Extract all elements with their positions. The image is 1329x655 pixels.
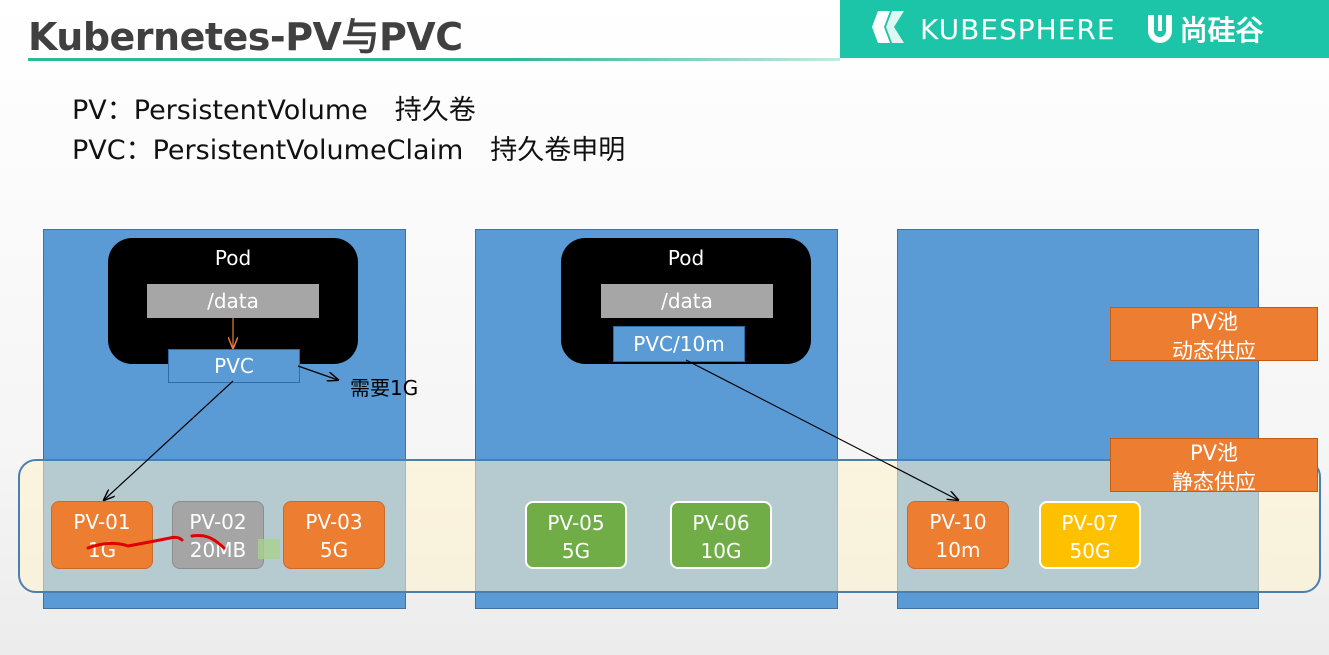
dynamic-pv-pool: PV池 动态供应 <box>1110 307 1318 363</box>
pv-box: PV-01 1G <box>51 501 153 569</box>
pv-name: PV-10 <box>929 510 987 534</box>
pv-name: PV-07 <box>1061 511 1119 535</box>
pvc-definition: PVC：PersistentVolumeClaim 持久卷申明 <box>72 135 626 166</box>
pvc-1: PVC <box>168 349 300 383</box>
pod-1-label: Pod <box>214 246 252 270</box>
pv-name: PV-01 <box>73 510 131 534</box>
pv-name: PV-03 <box>305 510 363 534</box>
sgg-brand-text: 尚硅谷 <box>1179 14 1264 47</box>
pv-definition: PV：PersistentVolume 持久卷 <box>72 95 476 126</box>
pod-2-label: Pod <box>667 246 705 270</box>
pv-box: PV-03 5G <box>283 501 385 569</box>
pod-2-mount: /data <box>601 284 773 318</box>
pvc2-to-pv10-arrow <box>685 359 958 500</box>
pv-box: PV-06 10G <box>670 501 772 569</box>
pv-box: PV-02 20MB <box>172 501 264 569</box>
pvc1-note-arrow <box>297 365 338 380</box>
brand-bar: KUBESPHERE 尚硅谷 <box>840 0 1329 58</box>
static-pool-line1: PV池 <box>1189 441 1239 465</box>
red-ink-underline-2 <box>190 534 226 550</box>
pv-box: PV-05 5G <box>525 501 627 569</box>
pv-size: 5G <box>319 538 349 562</box>
pv-box: PV-07 50G <box>1039 501 1141 569</box>
pv-name: PV-06 <box>692 511 750 535</box>
kubesphere-logo-icon <box>870 7 910 52</box>
pvc-2: PVC/10m <box>613 326 745 362</box>
pv-size: 5G <box>561 539 591 563</box>
dynamic-pool-line1: PV池 <box>1189 310 1239 334</box>
pv-size: 50G <box>1069 539 1111 563</box>
pv-name: PV-02 <box>189 510 247 534</box>
red-ink-underline-1 <box>86 535 184 550</box>
pvc1-to-pv01-arrow <box>104 380 234 500</box>
kubesphere-brand-text: KUBESPHERE <box>920 12 1116 46</box>
static-pool-line2: 静态供应 <box>1172 470 1256 494</box>
highlight-marker <box>258 539 280 559</box>
title-underline <box>28 58 840 61</box>
pv-size: 10G <box>700 539 742 563</box>
pv-box: PV-10 10m <box>907 501 1009 569</box>
sgg-logo-icon <box>1144 11 1176 48</box>
static-pv-pool: PV池 静态供应 <box>1110 438 1318 494</box>
pvc-1-note: 需要1G <box>350 376 419 400</box>
page-title: Kubernetes-PV与PVC <box>28 15 463 59</box>
pv-name: PV-05 <box>547 511 605 535</box>
pv-size: 10m <box>935 538 981 562</box>
dynamic-pool-line2: 动态供应 <box>1172 339 1256 363</box>
pod-1-mount: /data <box>147 284 319 318</box>
